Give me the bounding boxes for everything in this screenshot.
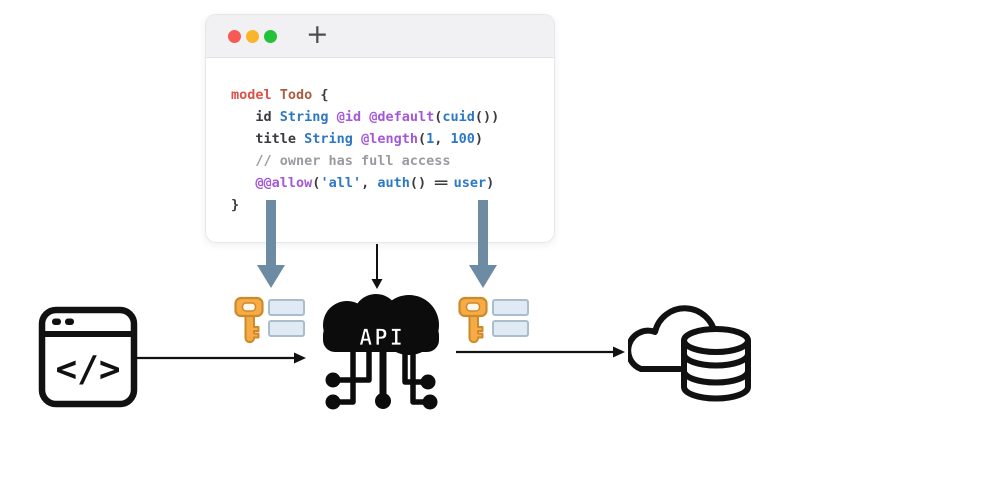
code-glyph: </> [55,349,120,390]
traffic-light-minimize-icon[interactable] [246,29,259,43]
code-line: id String @id @default(cuid()) [231,109,500,125]
code-block: model Todo { id String @id @default(cuid… [206,58,554,216]
client-app-icon: </> [38,306,138,408]
policy-arrow-right-shaft [478,200,488,267]
window-titlebar: + [206,15,554,58]
access-policy-key-icon-left [234,296,305,344]
circuit-node [420,374,436,390]
code-line: // owner has full access [231,153,451,169]
client-to-api-arrow [137,352,306,364]
code-line: @@allow('all', auth() == user) [255,175,495,191]
api-cloud-icon: API [323,294,439,410]
policy-arrow-left-shaft [266,200,276,267]
database-cylinder [681,326,751,402]
circuit-node [375,393,391,409]
policy-arrow-right-head [469,265,497,288]
traffic-light-close-icon[interactable] [228,29,241,43]
api-cloud-shape [323,294,439,355]
policy-arrow-left-head [257,265,285,288]
browser-dot-icon [52,318,61,325]
policy-arrow-left [257,200,285,288]
credential-row [492,320,529,337]
circuit-node [325,372,341,388]
api-label: API [359,326,405,351]
browser-dot-icon [65,318,74,325]
policy-arrow-right [469,200,497,288]
cloud-outline [628,305,718,372]
key-shaft [244,314,260,344]
schema-to-api-arrow [371,244,383,289]
key-hole [465,302,481,312]
code-line: title String @length(1, 100) [231,131,484,147]
api-to-db-arrow-head [613,346,625,358]
key-hole [241,302,257,312]
credential-row [492,299,529,316]
access-policy-key-icon-right [458,296,529,344]
code-line: model Todo { [231,87,329,103]
code-line: } [231,197,240,213]
client-to-api-arrow-head [294,352,306,364]
credential-row [268,299,305,316]
circuit-node [422,394,438,410]
key-shaft [468,314,484,344]
schema-to-api-arrow-head [371,279,383,289]
cloud-database-icon [628,305,751,402]
api-to-db-arrow [456,346,625,358]
circuit-node [325,394,341,410]
traffic-light-zoom-icon[interactable] [264,29,277,43]
new-tab-button[interactable]: + [306,18,329,50]
browser-frame [38,306,138,408]
code-editor-window: + model Todo { id String @id @default(cu… [205,14,555,243]
credential-row [268,320,305,337]
